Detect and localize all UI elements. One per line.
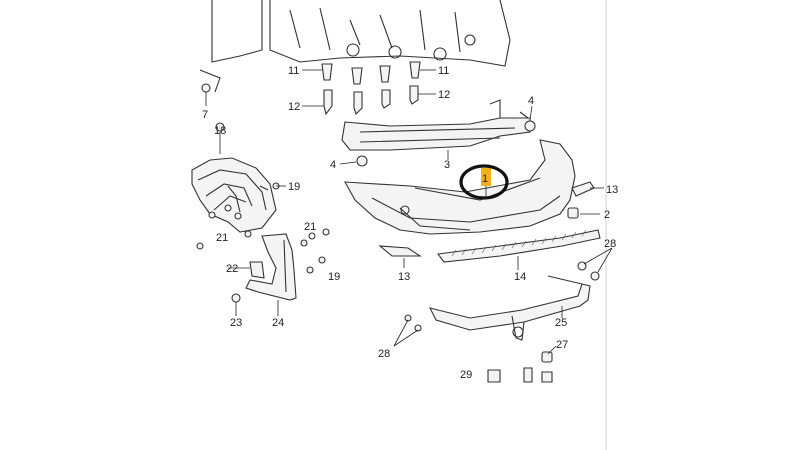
- bottom-parts: [487, 351, 553, 383]
- callout-27: 27: [556, 339, 568, 351]
- leader-lines: [205, 69, 613, 355]
- reflector-13-group: [378, 181, 595, 257]
- callout-18: 18: [214, 125, 226, 137]
- callout-12-left: 12: [288, 101, 300, 113]
- rear-bumper-cover: [344, 139, 576, 235]
- callout-19-top: 19: [288, 181, 300, 193]
- callout-1: 1: [482, 173, 488, 185]
- bracket-22: [249, 261, 265, 279]
- body-panel-fragment: [269, 0, 511, 67]
- callout-3: 3: [444, 159, 450, 171]
- tow-bar: [404, 261, 600, 341]
- callout-29: 29: [460, 369, 472, 381]
- callout-2: 2: [604, 209, 610, 221]
- callout-11-right: 11: [438, 65, 449, 77]
- callout-24: 24: [272, 317, 284, 329]
- body-panel-left-fragment: [199, 0, 263, 93]
- callout-23: 23: [230, 317, 242, 329]
- callout-14: 14: [514, 271, 526, 283]
- mudflap: [245, 233, 297, 301]
- callout-28-left: 28: [378, 348, 390, 360]
- callout-21-right: 21: [304, 221, 316, 233]
- part-1-circle: [459, 164, 509, 200]
- clip-11-group: [321, 61, 421, 85]
- callout-19-bottom: 19: [328, 271, 340, 283]
- wheel-liner: [191, 157, 277, 233]
- callout-13-bottom: 13: [398, 271, 410, 283]
- impact-bar: [341, 99, 531, 151]
- diffuser-trim: [436, 229, 601, 263]
- callout-28-right: 28: [604, 238, 616, 250]
- callout-4-top: 4: [528, 95, 534, 107]
- mudflap-fasteners: [231, 228, 330, 303]
- callout-25: 25: [555, 317, 567, 329]
- callout-7: 7: [202, 109, 208, 121]
- callout-13-right: 13: [606, 184, 618, 196]
- callout-11-left: 11: [288, 65, 299, 77]
- callout-22: 22: [226, 263, 238, 275]
- cap-2: [567, 207, 579, 219]
- part-1-highlight: [481, 168, 491, 186]
- callout-4-left: 4: [330, 159, 336, 171]
- callout-12-right: 12: [438, 89, 450, 101]
- screw-12-group: [323, 85, 419, 116]
- nut-4-group: [356, 120, 536, 167]
- callout-21-left: 21: [216, 232, 228, 244]
